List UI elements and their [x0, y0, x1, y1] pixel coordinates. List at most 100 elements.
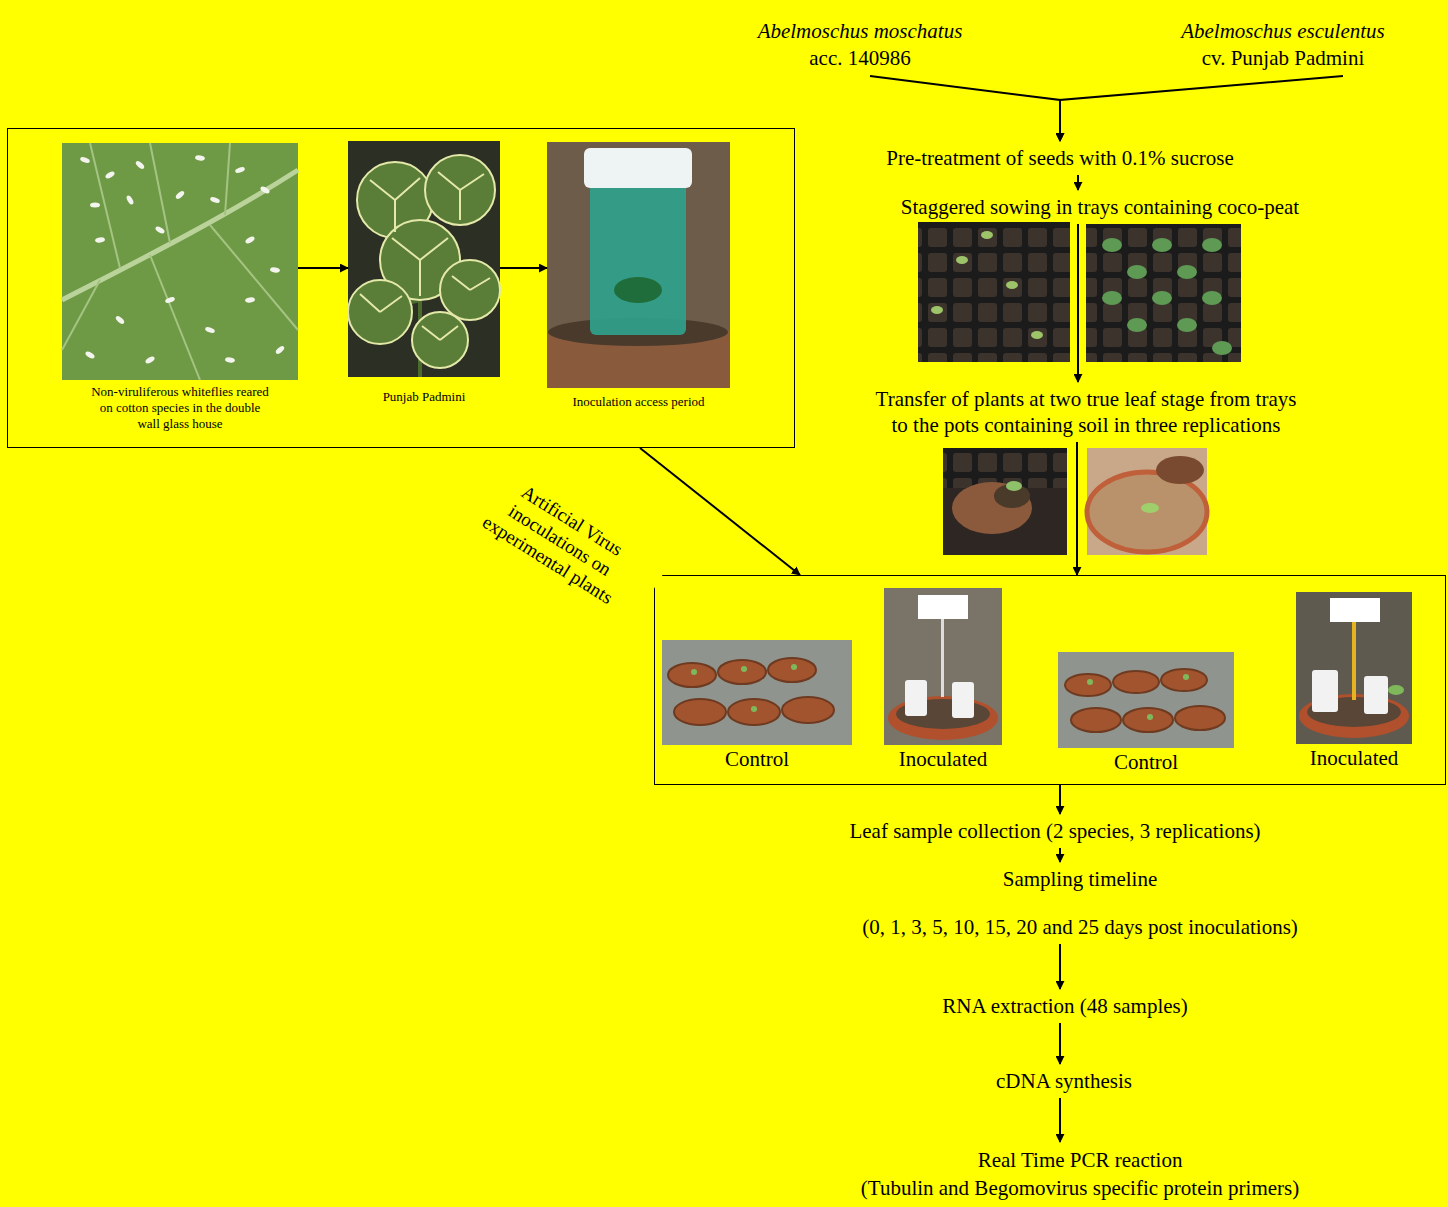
transplant-photo — [1087, 448, 1207, 555]
step-text: cv. Punjab Padmini — [1181, 45, 1385, 72]
photo-caption: Inoculated — [1296, 746, 1412, 771]
flow-arrow — [1077, 175, 1079, 190]
whitefly-leaf-photo — [62, 143, 298, 380]
step-text: Staggered sowing in trays containing coc… — [901, 194, 1299, 220]
seedling — [1183, 674, 1189, 680]
whitefly — [95, 237, 106, 244]
whitefly — [144, 355, 155, 364]
whitefly — [104, 170, 115, 179]
step-text: (0, 1, 3, 5, 10, 15, 20 and 25 days post… — [862, 914, 1298, 940]
whitefly — [115, 315, 126, 325]
step-text: Transfer of plants at two true leaf stag… — [812, 386, 1360, 438]
hand — [952, 482, 1032, 534]
whitefly — [84, 350, 95, 359]
seedling — [981, 231, 993, 239]
inoculated-pot-photo — [1296, 592, 1412, 744]
process-step: Real Time PCR reaction(Tubulin and Begom… — [855, 1142, 1305, 1206]
tray — [943, 448, 1067, 488]
seedlings — [1102, 238, 1232, 355]
pot — [1087, 472, 1207, 552]
seedling — [1152, 238, 1172, 252]
seedling — [1127, 318, 1147, 332]
photo-background — [1058, 652, 1234, 748]
whitefly — [195, 155, 206, 162]
pot — [888, 696, 998, 740]
pot — [1071, 708, 1121, 732]
pot-tag — [1330, 598, 1380, 622]
seedlings — [1087, 674, 1189, 720]
whitefly — [270, 267, 281, 274]
seedling — [1006, 481, 1022, 491]
whitefly — [175, 190, 186, 200]
photo-background — [348, 141, 500, 377]
clip-cage — [590, 170, 686, 335]
flow-arrow — [298, 267, 348, 269]
seedling-tray-photo — [918, 222, 1070, 362]
flow-arrow — [1060, 76, 1343, 141]
okra-plant-photo — [348, 141, 500, 377]
pot — [1123, 708, 1173, 732]
process-step: Pre-treatment of seeds with 0.1% sucrose — [880, 141, 1240, 175]
process-step: cDNA synthesis — [990, 1064, 1138, 1098]
step-text: RNA extraction (48 samples) — [942, 993, 1188, 1019]
clip-cage — [1364, 676, 1388, 714]
seedling — [931, 306, 943, 314]
pot-tag — [918, 595, 968, 619]
pot — [768, 658, 816, 682]
hand — [1156, 456, 1204, 484]
whitefly — [245, 297, 256, 304]
label-stick — [1352, 620, 1356, 700]
photo-background — [662, 640, 852, 745]
whitefly — [225, 357, 236, 364]
flow-arrow — [1077, 224, 1079, 382]
leaf-midrib — [62, 170, 298, 300]
step-text: Leaf sample collection (2 species, 3 rep… — [849, 818, 1260, 844]
flow-arrow — [1059, 1098, 1061, 1142]
whitefly — [125, 194, 134, 205]
seedling — [1102, 238, 1122, 252]
process-step: Sampling timeline(0, 1, 3, 5, 10, 15, 20… — [856, 862, 1304, 944]
pot — [674, 699, 726, 725]
photo-caption: Punjab Padmini — [349, 389, 499, 405]
step-text: Abelmoschus esculentus — [1181, 18, 1385, 45]
seedling — [1031, 331, 1043, 339]
photo-node: Punjab Padmini — [348, 141, 500, 405]
seedling — [791, 664, 797, 670]
leaves — [348, 155, 500, 368]
seedling — [1087, 679, 1093, 685]
whitefly — [234, 166, 245, 174]
photo-caption: Control — [662, 747, 852, 772]
caged-leaf — [614, 277, 662, 303]
photo-node: Non-viruliferous whiteflies reared on co… — [62, 143, 298, 432]
photo-node: Control — [662, 640, 852, 772]
seedling-tray-photo — [1086, 224, 1241, 362]
seedling — [1152, 291, 1172, 305]
flow-arrow — [1059, 848, 1061, 862]
photo-background — [547, 142, 730, 388]
photo-node: Inoculated — [884, 588, 1002, 772]
whitefly — [154, 225, 165, 234]
seedling — [691, 669, 697, 675]
whitefly — [259, 185, 270, 194]
photo-background — [884, 588, 1002, 745]
clip-cage — [952, 682, 974, 718]
leaf-surface — [62, 143, 298, 380]
seedling — [1127, 265, 1147, 279]
process-step: Staggered sowing in trays containing coc… — [895, 190, 1305, 224]
seedling — [741, 666, 747, 672]
whitefly — [209, 196, 220, 204]
pot — [668, 663, 716, 687]
whiteflies — [79, 155, 285, 365]
pot — [782, 697, 834, 723]
pot — [1175, 706, 1225, 730]
photo-node: Control — [1058, 652, 1234, 775]
pot — [718, 660, 766, 684]
seedlings — [691, 664, 797, 712]
seedling — [1006, 281, 1018, 289]
panel-box: Non-viruliferous whiteflies reared on co… — [7, 128, 795, 448]
pot — [1065, 674, 1111, 696]
process-step: Leaf sample collection (2 species, 3 rep… — [843, 814, 1266, 848]
whitefly — [135, 160, 146, 170]
